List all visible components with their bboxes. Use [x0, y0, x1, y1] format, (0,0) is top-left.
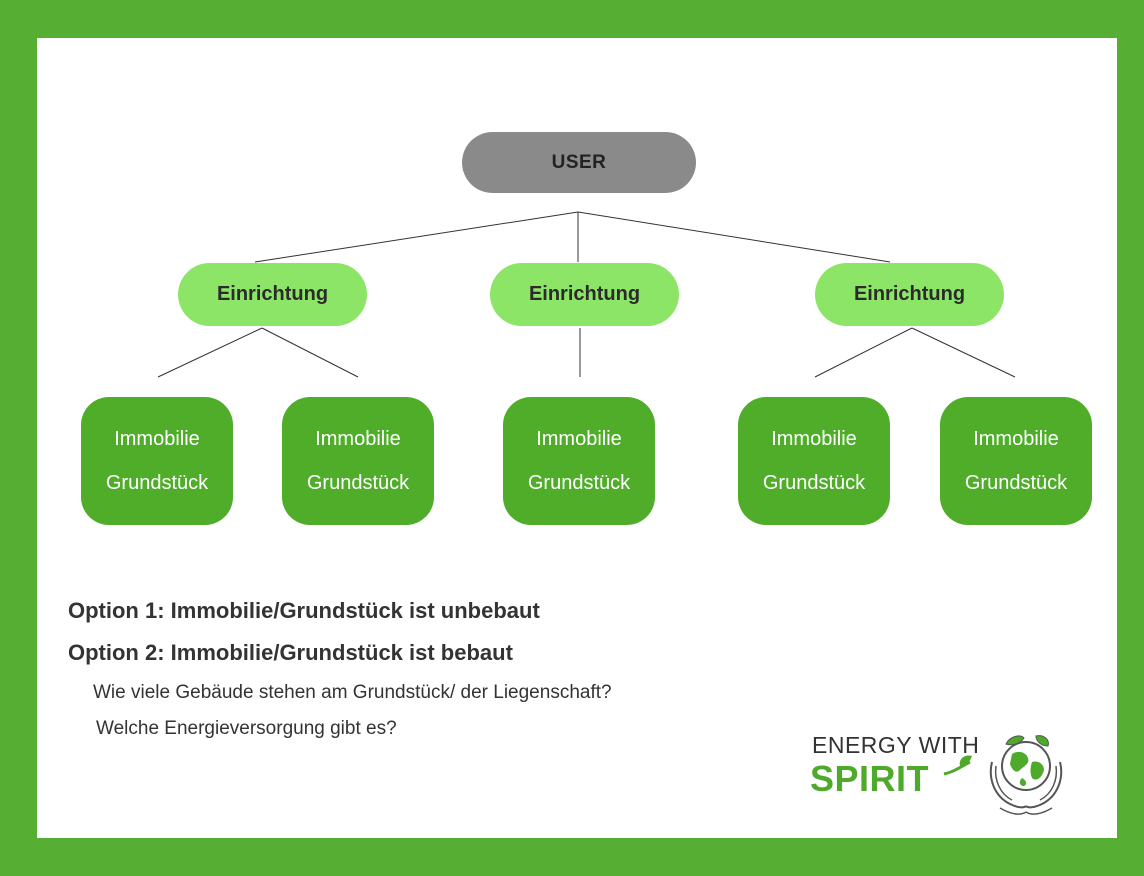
- einrichtung-label: Einrichtung: [528, 283, 641, 305]
- leaf-line2: Grundstück: [762, 472, 866, 494]
- einrichtung-label: Einrichtung: [853, 283, 966, 305]
- connector-right-b: [911, 327, 1016, 378]
- question-1-text: Wie viele Gebäude stehen am Grundstück/ …: [93, 682, 612, 703]
- leaf-line2: Grundstück: [527, 472, 631, 494]
- question-2-text: Welche Energieversorgung gibt es?: [96, 718, 397, 739]
- leaf-line1: Immobilie: [973, 428, 1059, 450]
- leaf-node-3: Immobilie Grundstück: [503, 397, 655, 525]
- option-1-text: Option 1: Immobilie/Grundstück ist unbeb…: [68, 598, 540, 623]
- einrichtung-node-2: Einrichtung: [490, 263, 679, 326]
- leaf-line1: Immobilie: [536, 428, 622, 450]
- logo-line1: ENERGY WITH: [812, 732, 980, 758]
- user-node: USER: [462, 132, 696, 193]
- connector-right-a: [814, 327, 913, 378]
- leaf-node-1: Immobilie Grundstück: [81, 397, 233, 525]
- connector-root-left: [254, 211, 579, 263]
- leaf-node-2: Immobilie Grundstück: [282, 397, 434, 525]
- connector-root-right: [577, 211, 891, 263]
- leaf-node-4: Immobilie Grundstück: [738, 397, 890, 525]
- globe-in-hands-icon: [943, 735, 1063, 815]
- leaf-line2: Grundstück: [964, 472, 1068, 494]
- option-2-text: Option 2: Immobilie/Grundstück ist bebau…: [68, 640, 513, 665]
- logo-line2: SPIRIT: [810, 758, 930, 799]
- leaf-line1: Immobilie: [771, 428, 857, 450]
- einrichtung-node-1: Einrichtung: [178, 263, 367, 326]
- leaf-line1: Immobilie: [114, 428, 200, 450]
- user-node-label: USER: [551, 151, 607, 173]
- einrichtung-label: Einrichtung: [216, 283, 329, 305]
- leaf-line2: Grundstück: [306, 472, 410, 494]
- connector-left-b: [261, 327, 359, 378]
- leaf-node-5: Immobilie Grundstück: [940, 397, 1092, 525]
- leaf-line1: Immobilie: [315, 428, 401, 450]
- leaf-line2: Grundstück: [105, 472, 209, 494]
- einrichtung-node-3: Einrichtung: [815, 263, 1004, 326]
- connector-left-a: [157, 327, 263, 378]
